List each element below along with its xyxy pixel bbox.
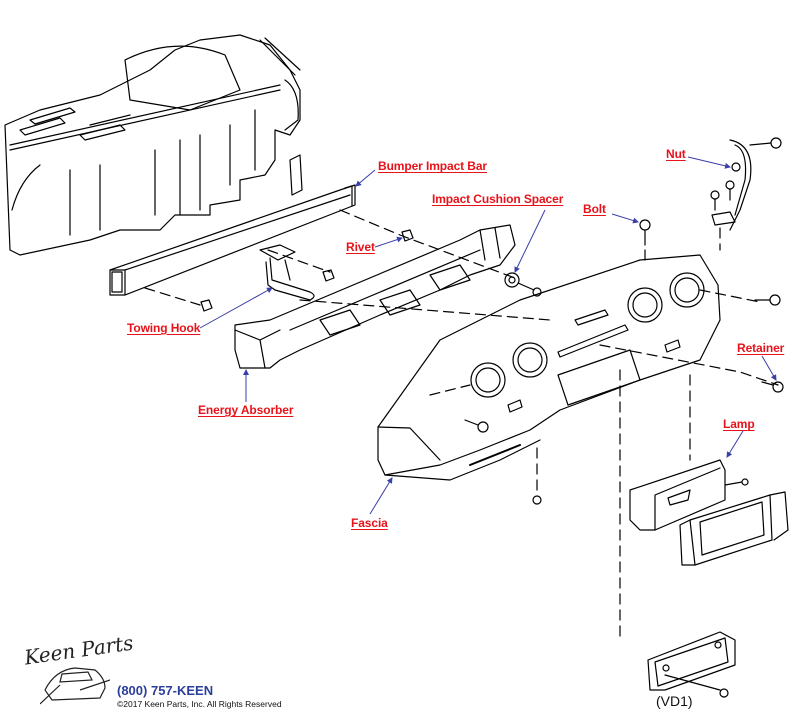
- rear-body-structure: [4, 34, 303, 256]
- label-bolt[interactable]: Bolt: [583, 202, 606, 216]
- leader-rivet: [374, 236, 403, 248]
- leader-towing-hook: [199, 287, 273, 329]
- leader-retainer: [761, 355, 777, 381]
- leader-lamp: [726, 430, 744, 458]
- energy-absorber-part: [234, 224, 516, 369]
- fascia-part: [377, 254, 721, 481]
- label-nut[interactable]: Nut: [666, 147, 686, 161]
- car-logo-icon: [40, 667, 110, 705]
- leader-nut: [687, 156, 731, 169]
- towing-hook-part: [259, 244, 315, 301]
- nut-bracket-part: [710, 137, 782, 231]
- phone-number[interactable]: (800) 757-KEEN: [117, 683, 214, 698]
- label-fascia[interactable]: Fascia: [351, 516, 388, 530]
- label-energy-absorber[interactable]: Energy Absorber: [198, 403, 294, 417]
- vd1-lamp-part: [647, 631, 736, 698]
- bumper-impact-bar-part: [109, 184, 356, 296]
- leader-fascia: [369, 477, 393, 515]
- copyright-text: ©2017 Keen Parts, Inc. All Rights Reserv…: [117, 699, 282, 709]
- label-towing-hook[interactable]: Towing Hook: [127, 321, 201, 335]
- label-impact-cushion-spacer[interactable]: Impact Cushion Spacer: [432, 192, 564, 206]
- label-lamp[interactable]: Lamp: [723, 417, 755, 431]
- label-bumper-impact-bar[interactable]: Bumper Impact Bar: [378, 159, 487, 173]
- leader-bumper-impact-bar: [355, 169, 376, 187]
- bolts: [464, 219, 784, 505]
- rivets: [200, 229, 414, 312]
- view-label: (VD1): [656, 693, 693, 709]
- assembly-lines: [144, 209, 779, 641]
- label-retainer[interactable]: Retainer: [737, 341, 785, 355]
- label-rivet[interactable]: Rivet: [346, 240, 375, 254]
- leader-impact-cushion-spacer: [514, 209, 546, 273]
- license-lamp-part: [629, 459, 789, 566]
- leader-bolt: [611, 213, 639, 224]
